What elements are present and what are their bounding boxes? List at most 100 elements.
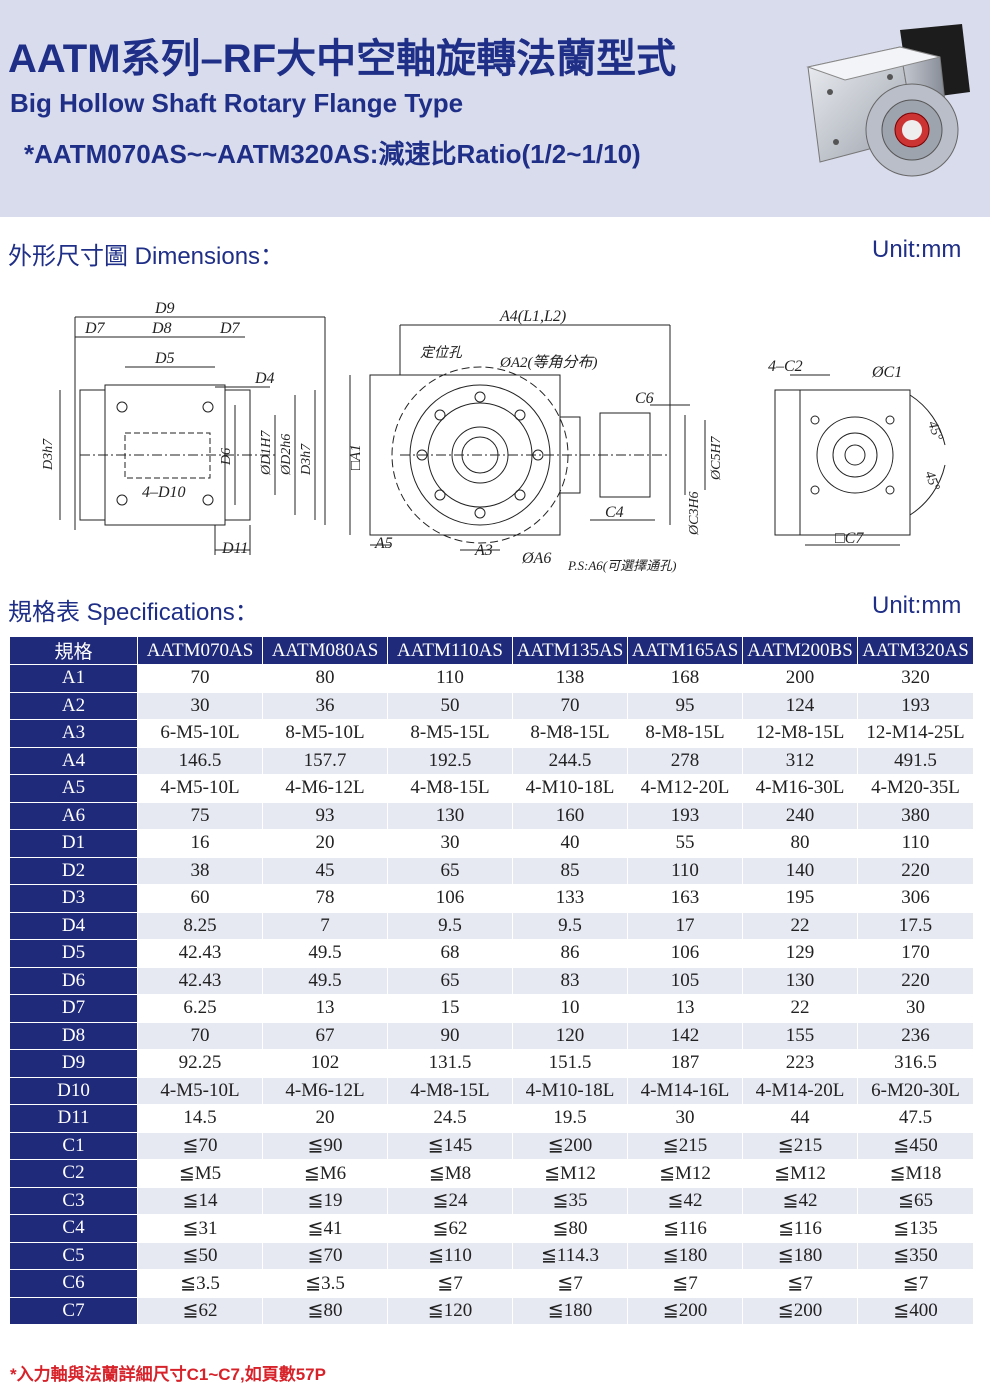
table-cell: ≦62 bbox=[137, 1296, 263, 1325]
table-cell: 244.5 bbox=[512, 746, 628, 775]
table-cell: ≦M6 bbox=[262, 1159, 388, 1188]
table-cell: ≦M12 bbox=[742, 1159, 858, 1188]
table-cell: 129 bbox=[742, 939, 858, 968]
table-cell: 110 bbox=[627, 856, 743, 885]
table-cell: 187 bbox=[627, 1049, 743, 1078]
table-cell: 163 bbox=[627, 884, 743, 913]
table-cell: ≦110 bbox=[387, 1241, 513, 1270]
table-cell: 44 bbox=[742, 1104, 858, 1133]
table-cell: 4-M14-20L bbox=[742, 1076, 858, 1105]
table-cell: ≦M5 bbox=[137, 1159, 263, 1188]
table-cell: ≦3.5 bbox=[137, 1269, 263, 1298]
table-cell: 49.5 bbox=[262, 939, 388, 968]
label-c3: ØC3H6 bbox=[687, 491, 702, 536]
label-a4: A4(L1,L2) bbox=[499, 308, 566, 325]
table-cell: 50 bbox=[387, 691, 513, 720]
table-cell: 83 bbox=[512, 966, 628, 995]
table-cell: 49.5 bbox=[262, 966, 388, 995]
table-cell: 223 bbox=[742, 1049, 858, 1078]
label-c4: C4 bbox=[605, 504, 624, 521]
table-corner-header: 規格 bbox=[9, 636, 138, 665]
table-cell: 12-M8-15L bbox=[742, 719, 858, 748]
table-cell: 4-M10-18L bbox=[512, 1076, 628, 1105]
table-cell: ≦135 bbox=[857, 1214, 974, 1243]
table-cell: 70 bbox=[137, 1021, 263, 1050]
table-cell: 38 bbox=[137, 856, 263, 885]
table-cell: 78 bbox=[262, 884, 388, 913]
label-d7-left: D7 bbox=[84, 320, 106, 337]
table-cell: 47.5 bbox=[857, 1104, 974, 1133]
table-cell: ≦450 bbox=[857, 1131, 974, 1160]
label-d10: 4–D10 bbox=[142, 484, 186, 501]
table-cell: 130 bbox=[387, 801, 513, 830]
table-cell: ≦42 bbox=[627, 1186, 743, 1215]
table-cell: 19.5 bbox=[512, 1104, 628, 1133]
label-d6: D6 bbox=[219, 448, 234, 466]
row-header: A5 bbox=[9, 774, 138, 803]
row-header: C7 bbox=[9, 1296, 138, 1325]
table-cell: 70 bbox=[512, 691, 628, 720]
column-header: AATM110AS bbox=[387, 636, 513, 665]
row-header: A3 bbox=[9, 719, 138, 748]
table-cell: 30 bbox=[857, 994, 974, 1023]
table-cell: 200 bbox=[742, 664, 858, 693]
label-c5: ØC5H7 bbox=[709, 435, 724, 481]
table-cell: 67 bbox=[262, 1021, 388, 1050]
row-header: D9 bbox=[9, 1049, 138, 1078]
label-c6: C6 bbox=[635, 390, 654, 407]
ratio-line: *AATM070AS~~AATM320AS:減速比Ratio(1/2~1/10) bbox=[24, 139, 641, 169]
specifications-unit: Unit:mm bbox=[872, 592, 962, 619]
table-cell: 157.7 bbox=[262, 746, 388, 775]
table-cell: ≦200 bbox=[512, 1131, 628, 1160]
column-header: AATM070AS bbox=[137, 636, 263, 665]
label-c7: □C7 bbox=[835, 530, 864, 547]
table-cell: 380 bbox=[857, 801, 974, 830]
table-cell: 65 bbox=[387, 966, 513, 995]
table-cell: ≦7 bbox=[387, 1269, 513, 1298]
dimensions-heading: 外形尺寸圖 Dimensions： bbox=[8, 243, 285, 270]
table-row: C4≦31≦41≦62≦80≦116≦116≦135 bbox=[9, 1214, 974, 1243]
table-cell: 160 bbox=[512, 801, 628, 830]
table-cell: ≦19 bbox=[262, 1186, 388, 1215]
table-cell: ≦116 bbox=[627, 1214, 743, 1243]
label-d4: D4 bbox=[254, 370, 275, 387]
table-cell: 312 bbox=[742, 746, 858, 775]
table-row: C2≦M5≦M6≦M8≦M12≦M12≦M12≦M18 bbox=[9, 1159, 974, 1188]
table-cell: 140 bbox=[742, 856, 858, 885]
row-header: A4 bbox=[9, 746, 138, 775]
gearbox-product-image bbox=[806, 24, 970, 177]
table-cell: 90 bbox=[387, 1021, 513, 1050]
page-title: AATM系列–RF大中空軸旋轉法蘭型式 bbox=[8, 37, 677, 81]
table-cell: 151.5 bbox=[512, 1049, 628, 1078]
row-header: D1 bbox=[9, 829, 138, 858]
table-cell: 30 bbox=[627, 1104, 743, 1133]
row-header: D4 bbox=[9, 911, 138, 940]
label-d1: ØD1H7 bbox=[259, 430, 274, 476]
table-cell: 4-M20-35L bbox=[857, 774, 974, 803]
column-header: AATM080AS bbox=[262, 636, 388, 665]
row-header: C5 bbox=[9, 1241, 138, 1270]
table-cell: 68 bbox=[387, 939, 513, 968]
table-cell: 13 bbox=[627, 994, 743, 1023]
table-cell: 4-M6-12L bbox=[262, 1076, 388, 1105]
table-cell: 20 bbox=[262, 829, 388, 858]
table-cell: 14.5 bbox=[137, 1104, 263, 1133]
table-cell: ≦90 bbox=[262, 1131, 388, 1160]
table-cell: ≦215 bbox=[742, 1131, 858, 1160]
table-cell: 130 bbox=[742, 966, 858, 995]
table-cell: 491.5 bbox=[857, 746, 974, 775]
label-d9: D9 bbox=[154, 300, 175, 317]
page-subtitle: Big Hollow Shaft Rotary Flange Type bbox=[10, 88, 464, 118]
table-row: C6≦3.5≦3.5≦7≦7≦7≦7≦7 bbox=[9, 1269, 974, 1298]
table-cell: 22 bbox=[742, 994, 858, 1023]
table-cell: 4-M8-15L bbox=[387, 1076, 513, 1105]
table-cell: ≦215 bbox=[627, 1131, 743, 1160]
